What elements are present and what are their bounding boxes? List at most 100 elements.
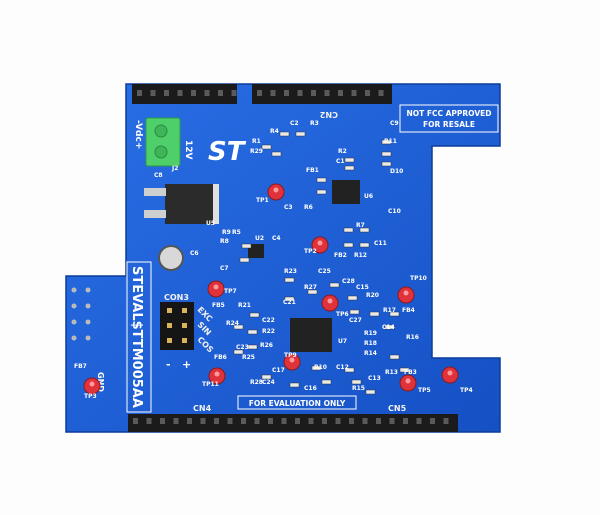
component-label: R4 <box>270 128 279 135</box>
smd-component <box>399 367 410 373</box>
component-label: R28 <box>250 379 263 386</box>
component-label: C11 <box>374 240 387 247</box>
header-pin <box>268 418 273 424</box>
header-pin <box>150 90 156 96</box>
smd-component <box>384 324 395 330</box>
power-label: 12V <box>183 140 193 160</box>
smd-component <box>344 157 355 163</box>
smd-component <box>343 242 354 248</box>
header-pin <box>430 418 435 424</box>
fcc-notice-box <box>399 104 499 133</box>
header-pin <box>281 418 287 424</box>
header-pin <box>204 90 210 96</box>
component-label: TP2 <box>304 248 317 255</box>
smd-component <box>271 151 282 157</box>
header-cn2 <box>252 84 392 104</box>
component-label: R3 <box>310 120 319 127</box>
terminal-screw <box>154 145 168 159</box>
component-label: R26 <box>260 342 273 349</box>
regulator-lead <box>144 210 166 218</box>
component-label: J2 <box>171 165 178 172</box>
smd-component <box>311 365 322 371</box>
component-label: C24 <box>262 379 275 386</box>
header-pin <box>227 418 233 424</box>
regulator-u5 <box>165 184 215 224</box>
component-label: R24 <box>226 320 239 327</box>
test-point-highlight <box>289 357 295 363</box>
eval-notice: FOR EVALUATION ONLY <box>249 399 346 408</box>
smd-component <box>381 151 392 157</box>
component-label: R27 <box>304 284 317 291</box>
smd-component <box>351 379 362 385</box>
terminal-screw <box>154 124 168 138</box>
component-label: TP4 <box>460 387 473 394</box>
header-pin <box>164 90 169 96</box>
component-label: R18 <box>364 340 377 347</box>
con3-pins <box>167 308 187 343</box>
capacitor-c6 <box>158 245 184 271</box>
component-label: TP10 <box>410 275 427 282</box>
eval-notice-box <box>237 395 357 410</box>
header-pin <box>160 418 165 424</box>
component-label: C17 <box>272 367 285 374</box>
component-label: C8 <box>154 172 163 179</box>
st-logo: ST <box>208 137 247 167</box>
smd-component <box>347 295 358 301</box>
header-pin <box>362 418 368 424</box>
component-label: C27 <box>349 317 362 324</box>
component-label: U6 <box>364 193 373 200</box>
component-label: C15 <box>356 284 369 291</box>
test-point-highlight <box>89 381 95 387</box>
test-point-highlight <box>327 298 333 304</box>
component-label: R17 <box>383 307 396 314</box>
component-label: R10 <box>314 364 327 371</box>
board-name-box <box>126 261 152 413</box>
cn5-label: CN5 <box>388 404 407 413</box>
component-label: C6 <box>190 250 199 257</box>
header-pin <box>137 90 142 96</box>
header-pin <box>403 418 408 424</box>
test-point-highlight <box>447 370 453 376</box>
component-label: TP7 <box>224 288 237 295</box>
smd-component <box>284 296 295 302</box>
header-pin <box>416 418 422 424</box>
con3-minus: - <box>166 358 171 371</box>
header-pin <box>218 90 223 96</box>
ic-u2 <box>248 244 264 258</box>
smd-component <box>359 242 370 248</box>
fcc-line1: NOT FCC APPROVED <box>406 109 491 118</box>
component-label: C14 <box>382 324 395 331</box>
header-pin <box>322 418 327 424</box>
header-pin <box>270 90 276 96</box>
component-label: FB2 <box>334 252 347 259</box>
smd-component <box>241 243 252 249</box>
header-pin <box>214 418 219 424</box>
header-pin <box>146 418 152 424</box>
smd-component <box>329 282 340 288</box>
header-pin <box>241 418 246 424</box>
component-label: FB7 <box>74 363 87 370</box>
header-pin <box>231 90 237 96</box>
component-label: R19 <box>364 330 377 337</box>
ic-u7 <box>290 318 332 352</box>
component-label: C3 <box>284 204 293 211</box>
component-label: C16 <box>304 385 317 392</box>
component-label: C7 <box>220 265 229 272</box>
test-point-highlight <box>214 371 220 377</box>
component-label: R25 <box>242 354 255 361</box>
smd-component <box>365 389 376 395</box>
smd-component <box>349 309 360 315</box>
cn4-label: CN4 <box>193 404 212 413</box>
board-name: STEVAL$TTM005AA <box>129 266 144 408</box>
component-label: R21 <box>238 302 251 309</box>
left-pin-row <box>71 287 91 341</box>
smd-component <box>344 165 355 171</box>
header-pin <box>173 418 179 424</box>
smd-component <box>389 311 400 317</box>
header-pin <box>187 418 192 424</box>
component-label: TP11 <box>202 381 219 388</box>
smd-component <box>359 227 370 233</box>
component-label: TP6 <box>336 311 349 318</box>
